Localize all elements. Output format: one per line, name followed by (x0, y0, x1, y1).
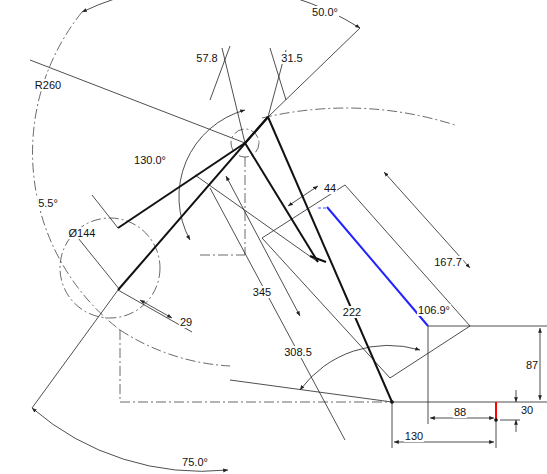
dimension-lines (30, 0, 547, 471)
dimension-label: 308.5 (283, 346, 313, 358)
construction-lines (33, 12, 455, 402)
sketch-point (494, 418, 498, 422)
dimension-label: Ø144 (68, 227, 97, 239)
red-point (495, 402, 497, 420)
dimension-label: 29 (179, 316, 193, 328)
profile-lines (118, 117, 392, 402)
dimension-label: 57.8 (195, 52, 218, 64)
dimension-label: 130.0° (133, 154, 167, 166)
dimension-label: 106.9° (417, 304, 451, 316)
dimension-label: 167.7 (433, 256, 463, 268)
hidden-segment (318, 208, 327, 209)
dimension-label: 222 (342, 306, 362, 318)
dimension-label: 130 (404, 430, 424, 442)
dimension-label: 87 (525, 359, 539, 371)
dimension-label: 44 (323, 182, 337, 194)
dimension-label: 345 (252, 286, 272, 298)
dimension-label: 50.0° (311, 6, 339, 18)
dimension-label: 5.5° (37, 197, 59, 209)
dimension-label: 75.0° (181, 456, 209, 468)
dimension-label: 88 (453, 406, 467, 418)
dimension-label: 30 (520, 404, 534, 416)
dimension-label: 31.5 (280, 52, 303, 64)
selected-line (327, 207, 428, 326)
dimension-label: R260 (34, 79, 62, 91)
origin-point (390, 400, 394, 404)
